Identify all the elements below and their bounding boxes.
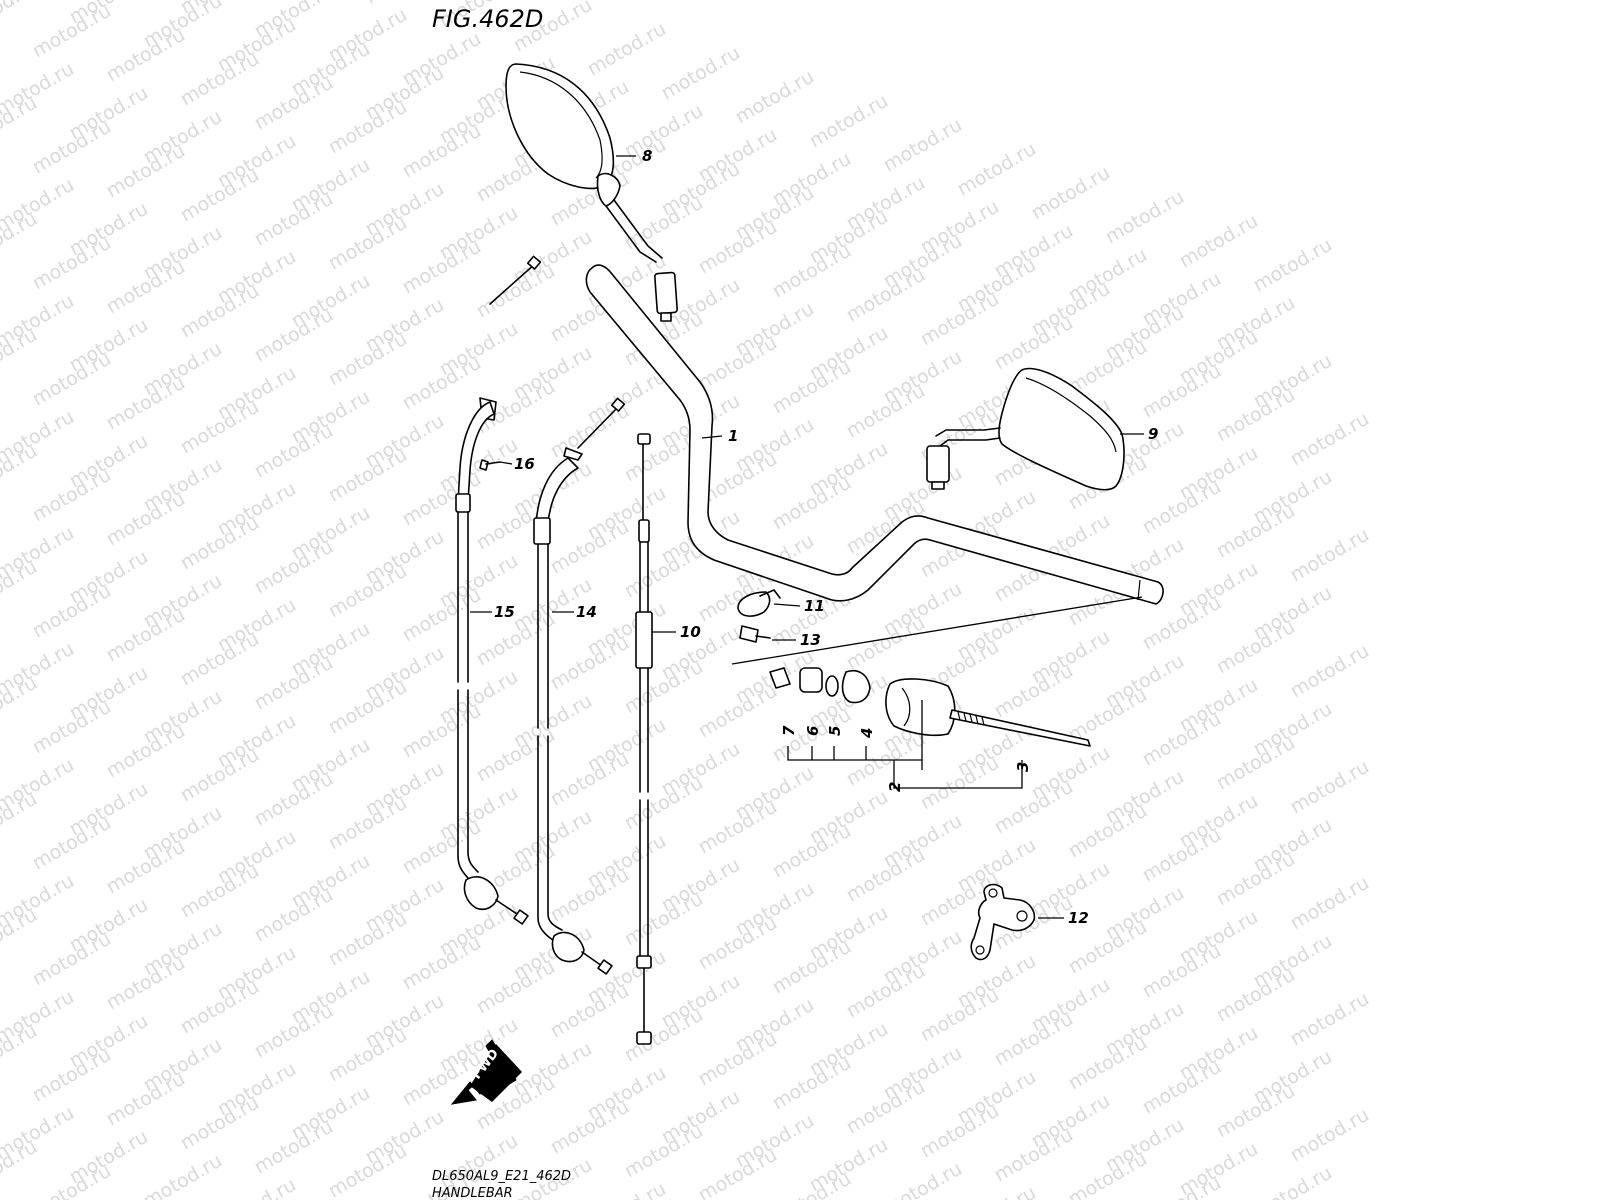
callout-14: 14	[576, 603, 597, 621]
watermark-text: motod.ru	[0, 0, 41, 38]
watermark-text: motod.ru	[1287, 872, 1373, 935]
watermark-text: motod.ru	[1176, 210, 1262, 273]
watermark-text: motod.ru	[584, 1178, 670, 1200]
callout-4: 4	[858, 728, 876, 739]
watermark-text: motod.ru	[732, 66, 818, 129]
figure-title: FIG.462D	[432, 5, 543, 33]
callout-15: 15	[494, 603, 515, 621]
handlebar	[585, 264, 1164, 605]
leader-lines	[470, 155, 1144, 919]
mirror-left	[505, 63, 678, 322]
callout-2: 2	[886, 782, 904, 792]
callout-3: 3	[1014, 762, 1032, 772]
mirror-right	[926, 367, 1125, 491]
watermark-text: motod.ru	[1287, 1104, 1373, 1167]
model-code: DL650AL9_E21_462D	[432, 1169, 571, 1184]
callout-16: 16	[514, 455, 535, 473]
watermark-text: motod.ru	[1287, 988, 1373, 1051]
bolt-13	[739, 625, 771, 643]
watermark-text: motod.ru	[1287, 640, 1373, 703]
section-name: HANDLEBAR	[432, 1186, 513, 1200]
callout-10: 10	[680, 623, 701, 641]
watermark-text: motod.ru	[1250, 1162, 1336, 1200]
clamp-11	[737, 589, 781, 617]
callout-11: 11	[804, 597, 825, 615]
watermark-text: motod.ru	[658, 42, 744, 105]
watermark-text: motod.ru	[1028, 162, 1114, 225]
cable-15	[455, 255, 542, 925]
watermark-text: motod.ru	[1102, 186, 1188, 249]
watermark-text: motod.ru	[954, 1182, 1040, 1200]
watermark-text: motod.ru	[880, 114, 966, 177]
callout-7: 7	[780, 725, 798, 736]
callout-12: 12	[1068, 909, 1089, 927]
callout-8: 8	[642, 147, 652, 165]
callout-5: 5	[826, 726, 844, 736]
watermark-text: motod.ru	[1287, 408, 1373, 471]
watermark-text: motod.ru	[1287, 756, 1373, 819]
callout-labels: 8 1 9 16 11 15 14 10 13 7 6 5 4 3 2 12	[494, 147, 1158, 927]
watermark-text: motod.ru	[1250, 234, 1336, 297]
bar-end-assembly	[731, 596, 1143, 789]
cable-14	[533, 397, 626, 975]
bracket-12	[970, 883, 1036, 961]
watermark-text: motod.ru	[1287, 524, 1373, 587]
watermark-text: motod.ru	[584, 18, 670, 81]
watermark-text: motod.ru	[880, 1158, 966, 1200]
cable-10	[635, 433, 653, 1045]
watermark-text: motod.ru	[140, 1150, 226, 1200]
watermark-text: motod.ru	[214, 1174, 300, 1200]
callout-13: 13	[800, 631, 821, 649]
watermark-text: motod.ru	[806, 90, 892, 153]
callout-1: 1	[728, 427, 738, 445]
watermark-text: motod.ru	[954, 138, 1040, 201]
callout-9: 9	[1148, 425, 1158, 443]
callout-6: 6	[804, 726, 822, 736]
watermark-layer: motod.rumotod.rumotod.rumotod.rumotod.ru…	[0, 0, 1373, 1200]
